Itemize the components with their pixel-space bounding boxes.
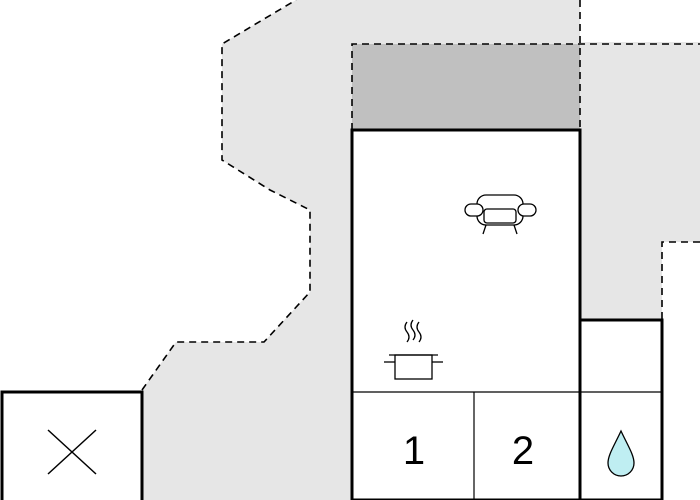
cooking-pot-icon	[384, 319, 443, 380]
storage-room	[0, 390, 144, 500]
sofa-icon	[464, 194, 537, 235]
cross-icon	[47, 429, 97, 475]
room-label-2: 2	[512, 429, 534, 473]
dashed-boundary	[141, 0, 700, 391]
building-walls	[350, 128, 664, 500]
room-label-1: 1	[403, 429, 425, 473]
terrace	[352, 44, 580, 130]
water-drop-icon	[607, 429, 635, 477]
